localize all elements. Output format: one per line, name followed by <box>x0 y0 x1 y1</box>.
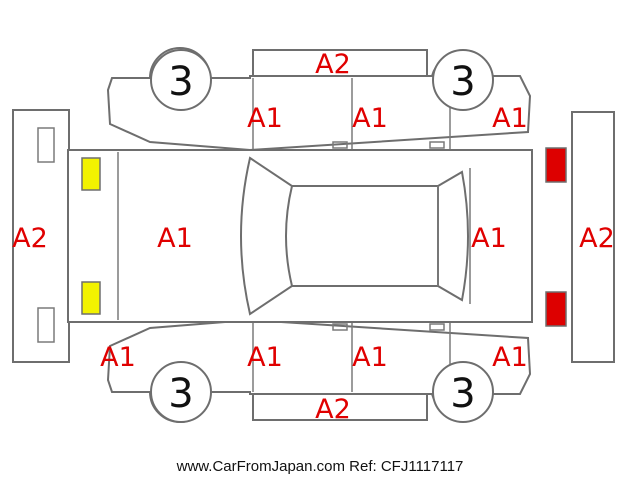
code-rear-bumper: A2 <box>579 223 615 254</box>
wheel-grade-front-top: 3 <box>168 59 193 105</box>
code-trunk: A1 <box>471 223 507 254</box>
rear-bumper <box>571 111 615 363</box>
wheel-grade-rear-bottom: 3 <box>450 371 475 417</box>
roof <box>285 185 439 287</box>
front-bumper-vent-bottom <box>37 307 55 343</box>
code-top-center: A2 <box>315 49 351 80</box>
code-bottom-right-corner: A1 <box>492 342 528 373</box>
rear-bottom-wheel <box>432 361 494 423</box>
windshield <box>240 156 294 316</box>
rear-taillight-top <box>545 147 567 183</box>
rear-top-wheel <box>432 49 494 111</box>
front-bumper <box>12 109 70 363</box>
rear-window <box>437 170 469 302</box>
front-headlight-bottom <box>81 281 101 315</box>
wheel-grade-front-bottom: 3 <box>168 371 193 417</box>
code-bottom-left-door: A1 <box>247 342 283 373</box>
front-bumper-vent-top <box>37 127 55 163</box>
code-bottom-center: A2 <box>315 394 351 425</box>
code-bottom-left-corner: A1 <box>100 342 136 373</box>
top-roof-rail <box>252 49 428 77</box>
front-top-wheel <box>150 49 212 111</box>
wheel-grade-rear-top: 3 <box>450 59 475 105</box>
rear-taillight-bottom <box>545 291 567 327</box>
front-bottom-wheel <box>150 361 212 423</box>
footer-reference: www.CarFromJapan.com Ref: CFJ1117117 <box>176 458 464 475</box>
front-headlight-top <box>81 157 101 191</box>
code-bottom-right-door: A1 <box>352 342 388 373</box>
bottom-roof-rail <box>252 393 428 421</box>
code-front-bumper: A2 <box>12 223 48 254</box>
bottom-rear-door-handle <box>429 323 445 331</box>
code-top-right-door: A1 <box>352 103 388 134</box>
code-top-left-door: A1 <box>247 103 283 134</box>
top-front-door-handle <box>332 141 348 149</box>
code-hood: A1 <box>157 223 193 254</box>
bottom-front-door-handle <box>332 323 348 331</box>
code-top-right-corner: A1 <box>492 103 528 134</box>
top-rear-door-handle <box>429 141 445 149</box>
